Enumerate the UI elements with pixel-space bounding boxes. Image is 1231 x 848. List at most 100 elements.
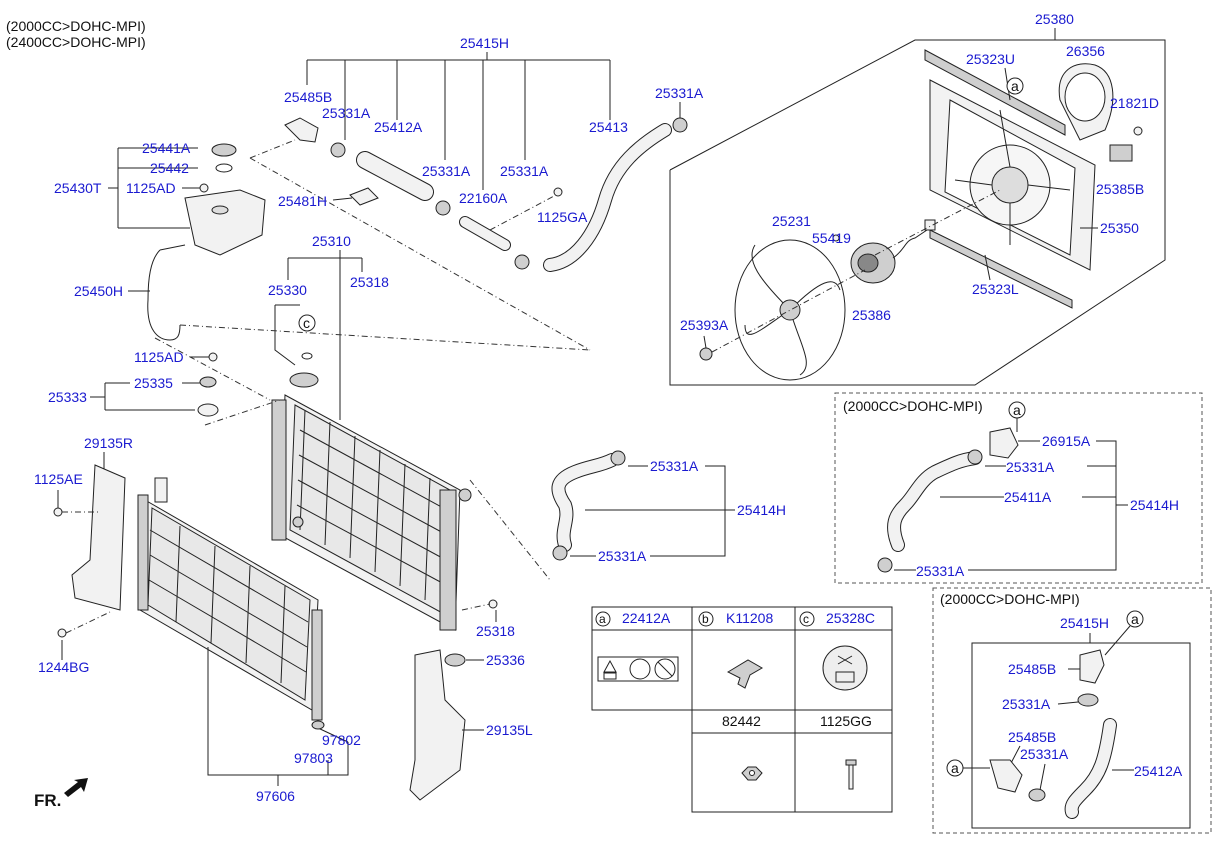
label-25414h-2: 25414H <box>1130 497 1179 513</box>
screw-55419 <box>832 234 840 242</box>
engine-variant-2000cc: (2000CC>DOHC-MPI) <box>6 18 146 34</box>
air-guard-29135l <box>409 649 466 801</box>
inset2-hose-25412a <box>1064 718 1117 819</box>
label-26915a: 26915A <box>1042 433 1091 449</box>
clamp-25331a-f <box>552 545 568 561</box>
fan-motor-25386 <box>850 219 936 284</box>
cap-label-25328c-icon <box>822 645 868 691</box>
label-25310: 25310 <box>312 233 351 249</box>
nut-82442-hole <box>749 770 755 776</box>
inset-upper-hose-box <box>932 587 1212 834</box>
table-part-k11208: K11208 <box>726 610 773 626</box>
bushing-25335 <box>199 376 217 388</box>
label-25481h: 25481H <box>278 193 327 209</box>
clamp-25331a-d <box>672 117 688 133</box>
label-25442: 25442 <box>150 160 189 176</box>
fan-blade-25231 <box>734 239 846 381</box>
bolt-1125gg-icon <box>845 759 857 790</box>
label-1244bg: 1244BG <box>38 659 89 675</box>
label-25415h-2: 25415H <box>1060 615 1109 631</box>
table-part-82442: 82442 <box>722 713 761 729</box>
bolt-21821d <box>1133 126 1143 136</box>
label-25330: 25330 <box>268 282 307 298</box>
label-25323u: 25323U <box>966 51 1015 67</box>
clamp-25331a-c <box>514 254 530 270</box>
label-26356: 26356 <box>1066 43 1105 59</box>
label-25335: 25335 <box>134 375 173 391</box>
seal-25442 <box>215 163 233 173</box>
radiator-cap-seal <box>301 352 313 360</box>
callout-c-radiator <box>298 314 316 332</box>
drain-plug-25318 <box>488 599 498 609</box>
callout-a-fan <box>1006 77 1024 95</box>
label-25485b-3: 25485B <box>1008 729 1056 745</box>
label-25412a-2: 25412A <box>1134 763 1183 779</box>
mount-25336 <box>444 653 466 667</box>
caution-label-icon <box>597 656 679 682</box>
label-25412a: 25412A <box>374 119 423 135</box>
label-25331a-10: 25331A <box>1020 746 1069 762</box>
callout-a-inset1-text: a <box>1013 402 1021 418</box>
air-guard-29135r <box>71 464 126 611</box>
label-25336: 25336 <box>486 652 525 668</box>
clamp-25331a-a <box>330 142 346 158</box>
drier-cap-97802 <box>311 720 325 730</box>
reservoir-cap-25441a <box>211 143 237 157</box>
bracket-25333 <box>197 403 219 417</box>
label-25331a-6: 25331A <box>598 548 647 564</box>
inset2-clamp-upper <box>1077 693 1099 707</box>
inset-lower-hose-box <box>834 392 1203 584</box>
nut-25393a <box>699 347 713 361</box>
label-25231: 25231 <box>772 213 811 229</box>
label-25331a-5: 25331A <box>650 458 699 474</box>
label-25393a: 25393A <box>680 317 729 333</box>
fan-assembly-box <box>669 28 1166 386</box>
label-25415h: 25415H <box>460 35 509 51</box>
inset1-fitting-26915a <box>989 427 1019 459</box>
label-25331a-2: 25331A <box>655 85 704 101</box>
clamp-25331a-b <box>435 200 451 216</box>
label-25331a-9: 25331A <box>1002 696 1051 712</box>
inset1-clamp-lower <box>877 557 893 573</box>
label-25331a-3: 25331A <box>422 163 471 179</box>
label-1125ae: 1125AE <box>34 471 83 487</box>
label-25331a-7: 25331A <box>1006 459 1055 475</box>
label-table <box>591 606 893 813</box>
front-arrow-icon <box>64 778 88 797</box>
table-letter-a-circle <box>595 611 611 627</box>
label-25385b: 25385B <box>1096 181 1144 197</box>
inset2-clamp-lower <box>1028 788 1046 802</box>
label-1125ad-1: 1125AD <box>126 180 176 196</box>
inset-lower-hose-title: (2000CC>DOHC-MPI) <box>843 398 983 414</box>
label-97803: 97803 <box>294 750 333 766</box>
clip-k11208-icon <box>726 659 763 689</box>
table-letter-c-circle <box>799 611 815 627</box>
callout-a-fan-text: a <box>1011 78 1019 94</box>
table-letter-c: c <box>803 612 809 626</box>
label-97802: 97802 <box>322 732 361 748</box>
label-25380: 25380 <box>1035 11 1074 27</box>
bolt-1244bg <box>57 628 67 638</box>
radiator-core-25310 <box>271 394 472 631</box>
label-21821d: 21821D <box>1110 95 1159 111</box>
shroud-cover-26356 <box>1058 63 1114 141</box>
reservoir-tank-25430t <box>184 189 266 256</box>
seal-strip-lower <box>929 229 1073 309</box>
bolt-1125ga <box>553 187 563 197</box>
inset2-fitting-upper <box>1079 649 1105 684</box>
label-25413: 25413 <box>589 119 628 135</box>
table-letter-b-circle <box>698 611 714 627</box>
label-1125ga: 1125GA <box>537 209 588 225</box>
label-25441a: 25441A <box>142 140 191 156</box>
table-letter-b: b <box>702 612 709 626</box>
engine-variant-2400cc: (2400CC>DOHC-MPI) <box>6 34 146 50</box>
connector-25385b <box>1109 144 1133 162</box>
lower-hose-25414h <box>551 453 619 552</box>
hose-25413 <box>543 123 672 272</box>
bolt-1125ad-1 <box>199 183 209 193</box>
label-25386: 25386 <box>852 307 891 323</box>
reservoir-group-leaders <box>108 147 200 229</box>
callout-a-inset2-top <box>1126 610 1144 628</box>
inset2-fitting-lower <box>989 759 1023 793</box>
